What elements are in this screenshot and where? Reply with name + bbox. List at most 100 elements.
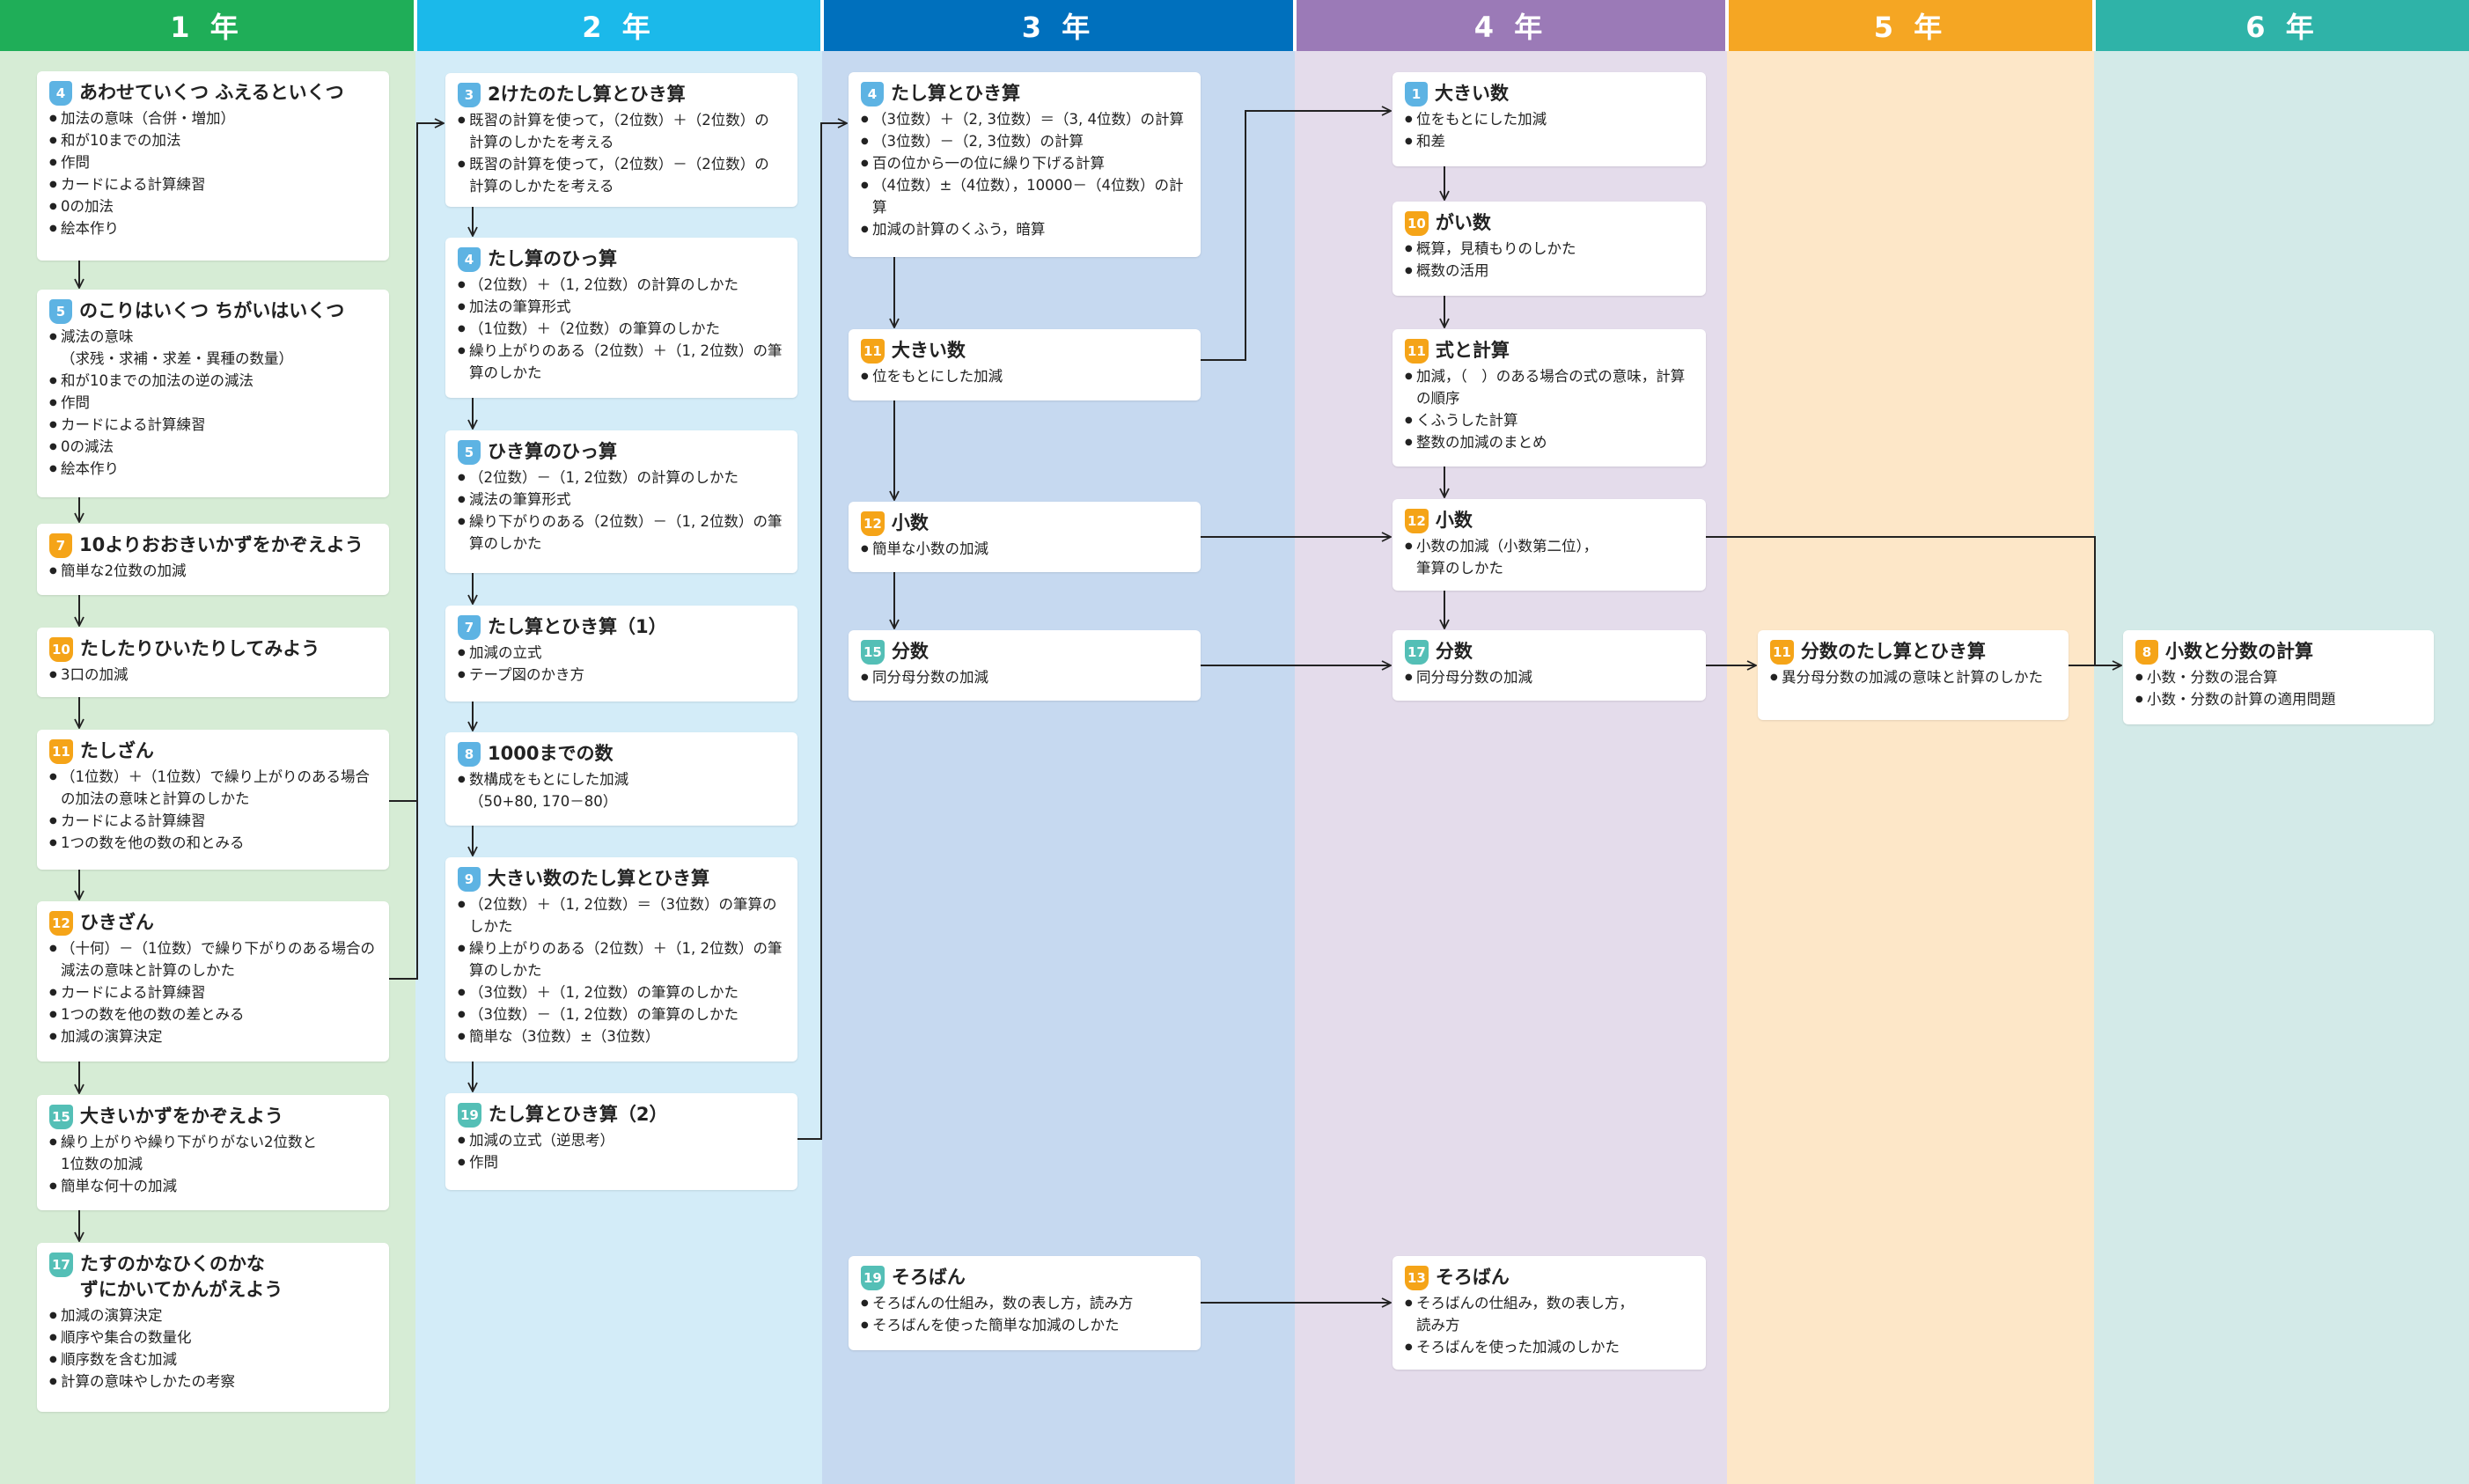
list-item: 作問	[49, 392, 375, 414]
unit-title: ひきざん	[79, 912, 154, 933]
unit-title: 小数と分数の計算	[2165, 641, 2313, 662]
arrow-g4-12-to-g6-8	[1706, 536, 2096, 665]
list-item: 加法の筆算形式	[458, 296, 783, 318]
unit-title: たし算とひき算（2）	[488, 1104, 668, 1125]
list-item: 異分母分数の加減の意味と計算のしかた	[1770, 666, 2054, 688]
list-item: （3位数）－（1, 2位数）の筆算のしかた	[458, 1003, 783, 1025]
unit-title: 大きい数のたし算とひき算	[488, 868, 709, 889]
list-item: 絵本作り	[49, 458, 375, 480]
list-item: （3位数）＋（1, 2位数）の筆算のしかた	[458, 981, 783, 1003]
list-item: 繰り上がりのある（2位数）＋（1, 2位数）の筆算のしかた	[458, 340, 783, 384]
unit-title: 2けたのたし算とひき算	[488, 84, 686, 105]
unit-title: あわせていくつ ふえるといくつ	[79, 82, 344, 103]
unit-title: 10よりおおきいかずをかぞえよう	[79, 534, 364, 555]
unit-title: たしたりひいたりしてみよう	[79, 638, 320, 659]
unit-number-badge: 17	[1405, 640, 1429, 665]
list-item: 概数の活用	[1405, 260, 1692, 282]
list-item: （3位数）－（2, 3位数）の計算	[861, 130, 1187, 152]
unit-number-badge: 10	[49, 637, 73, 662]
unit-number-badge: 13	[1405, 1266, 1429, 1290]
list-item: 既習の計算を使って，（2位数）－（2位数）の計算のしかたを考える	[458, 153, 783, 197]
grade5-column	[1727, 51, 2094, 1484]
unit-title: 分数	[891, 641, 929, 662]
list-item: 小数・分数の混合算	[2135, 666, 2420, 688]
grade5-header: 5 年	[1729, 0, 2092, 51]
list-item: そろばんを使った加減のしかた	[1405, 1336, 1692, 1358]
list-item: 加減，（ ）のある場合の式の意味，計算の順序	[1405, 365, 1692, 409]
unit-number-badge: 10	[1405, 211, 1429, 236]
list-item: 同分母分数の加減	[1405, 666, 1692, 688]
list-item: 作問	[49, 151, 375, 173]
list-item: 繰り下がりのある（2位数）－（1, 2位数）の筆算のしかた	[458, 511, 783, 555]
unit-title: 分数	[1435, 641, 1473, 662]
list-item: 小数の加減（小数第二位）， 筆算のしかた	[1405, 535, 1692, 579]
list-item: カードによる計算練習	[49, 173, 375, 195]
list-item: 繰り上がりのある（2位数）＋（1, 2位数）の筆算のしかた	[458, 937, 783, 981]
unit-number-badge: 7	[49, 533, 72, 558]
list-item: 加減の計算のくふう，暗算	[861, 218, 1187, 240]
unit-number-badge: 11	[861, 339, 885, 364]
unit-number-badge: 11	[1770, 640, 1794, 665]
list-item: （3位数）＋（2, 3位数）＝（3, 4位数）の計算	[861, 108, 1187, 130]
unit-card-g1-7[interactable]: 7 10よりおおきいかずをかぞえよう 簡単な2位数の加減	[37, 524, 389, 595]
list-item: カードによる計算練習	[49, 981, 375, 1003]
list-item: 加減の演算決定	[49, 1025, 375, 1047]
list-item: 順序数を含む加減	[49, 1348, 375, 1370]
unit-number-badge: 12	[861, 511, 885, 536]
unit-card-g3-12[interactable]: 12 小数 簡単な小数の加減	[849, 502, 1201, 572]
grade3-header: 3 年	[824, 0, 1293, 51]
list-item: 簡単な2位数の加減	[49, 560, 375, 582]
list-item: 簡単な小数の加減	[861, 538, 1187, 560]
list-item: 加法の意味（合併・増加）	[49, 107, 375, 129]
grade1-header: 1 年	[0, 0, 414, 51]
list-item: （1位数）＋（2位数）の筆算のしかた	[458, 318, 783, 340]
list-item: 1つの数を他の数の和とみる	[49, 832, 375, 854]
unit-number-badge: 17	[49, 1253, 73, 1277]
unit-card-g4-17[interactable]: 17 分数 同分母分数の加減	[1392, 630, 1706, 701]
arrow-g3-11-to-g4-1	[1201, 111, 1391, 361]
list-item: （2位数）＋（1, 2位数）＝（3位数）の筆算のしかた	[458, 893, 783, 937]
list-item: 和差	[1405, 130, 1692, 152]
unit-number-badge: 11	[1405, 339, 1429, 364]
unit-title: 大きい数	[891, 340, 966, 361]
list-item: 数構成をもとにした加減 （50+80, 170－80）	[458, 768, 783, 812]
unit-title: 小数	[891, 512, 929, 533]
list-item: 加減の立式	[458, 642, 783, 664]
list-item: くふうした計算	[1405, 409, 1692, 431]
list-item: カードによる計算練習	[49, 414, 375, 436]
unit-title: たし算のひっ算	[488, 248, 617, 269]
unit-title: 式と計算	[1435, 340, 1510, 361]
unit-number-badge: 12	[49, 911, 73, 936]
list-item: 簡単な何十の加減	[49, 1175, 375, 1197]
list-item: 整数の加減のまとめ	[1405, 431, 1692, 453]
unit-card-g4-11[interactable]: 11 式と計算 加減，（ ）のある場合の式の意味，計算の順序 くふうした計算 整数…	[1392, 329, 1706, 467]
grade2-header: 2 年	[417, 0, 820, 51]
list-item: カードによる計算練習	[49, 810, 375, 832]
unit-number-badge: 8	[458, 742, 481, 767]
